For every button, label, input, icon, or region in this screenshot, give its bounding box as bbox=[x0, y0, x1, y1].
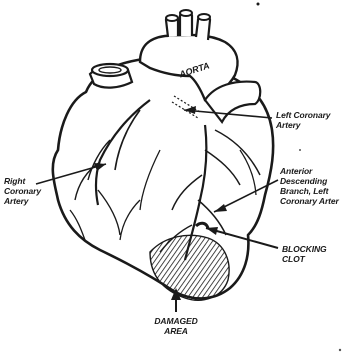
anterior-descending-label-line2: Descending bbox=[280, 176, 339, 186]
anterior-descending-label-line3: Branch, Left bbox=[280, 186, 339, 196]
right-coronary-label-line1: Right bbox=[4, 176, 41, 186]
damaged-area-label-line2: AREA bbox=[150, 326, 202, 336]
right-coronary-label-line2: Coronary bbox=[4, 186, 41, 196]
blocking-clot-label-line1: BLOCKING bbox=[282, 244, 327, 254]
damaged-area-label-line1: DAMAGED bbox=[150, 316, 202, 326]
right-coronary-label-line3: Artery bbox=[4, 196, 41, 206]
damaged-area-region bbox=[150, 235, 229, 300]
anterior-descending-label-line4: Coronary Arter bbox=[280, 196, 339, 206]
blocking-clot-label-line2: CLOT bbox=[282, 254, 327, 264]
anterior-descending-label: Anterior Descending Branch, Left Coronar… bbox=[280, 166, 339, 206]
left-coronary-label: Left Coronary Artery bbox=[276, 110, 330, 130]
right-coronary-label: Right Coronary Artery bbox=[4, 176, 41, 206]
blocking-clot-label: BLOCKING CLOT bbox=[282, 244, 327, 264]
left-coronary-label-line2: Artery bbox=[276, 120, 330, 130]
anterior-descending-label-line1: Anterior bbox=[280, 166, 339, 176]
right-coronary-artery bbox=[96, 100, 150, 205]
left-coronary-label-line1: Left Coronary bbox=[276, 110, 330, 120]
damaged-area-label: DAMAGED AREA bbox=[150, 316, 202, 336]
